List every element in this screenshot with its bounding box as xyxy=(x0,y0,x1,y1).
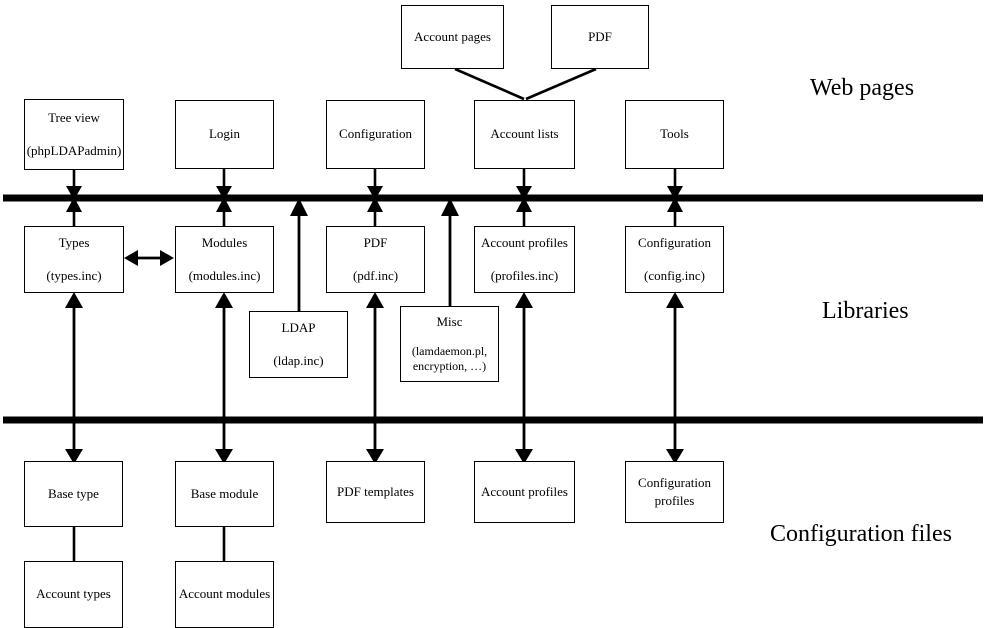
node-ldap-lib[interactable]: LDAP (ldap.inc) xyxy=(249,311,348,378)
node-types-lib-subtitle: (types.inc) xyxy=(46,267,102,283)
node-account-pages[interactable]: Account pages xyxy=(401,5,504,69)
node-pdf-lib[interactable]: PDF (pdf.inc) xyxy=(326,226,425,293)
node-login-title: Login xyxy=(208,126,241,142)
node-configuration-page[interactable]: Configuration xyxy=(326,100,425,169)
node-base-module[interactable]: Base module xyxy=(175,461,274,527)
node-misc-lib-subtitle: (lamdaemon.pl, encryption, …) xyxy=(411,343,488,373)
connector-types-to-bar xyxy=(66,197,82,226)
node-modules-lib[interactable]: Modules (modules.inc) xyxy=(175,226,274,293)
node-account-modules-title: Account modules xyxy=(178,586,271,602)
node-ldap-lib-title: LDAP xyxy=(281,319,316,335)
node-account-profiles-files-title: Account profiles xyxy=(480,483,568,499)
connector-modules-to-bar xyxy=(216,197,232,226)
node-base-module-title: Base module xyxy=(190,485,259,501)
node-account-modules[interactable]: Account modules xyxy=(175,561,274,628)
connector-modules-to-base-module xyxy=(215,292,233,464)
node-types-lib-title: Types xyxy=(58,234,90,250)
node-types-lib[interactable]: Types (types.inc) xyxy=(24,226,124,293)
connector-pdf-lib-to-bar xyxy=(367,197,383,226)
connector-login-to-bar xyxy=(216,169,232,200)
node-account-profiles-lib-subtitle: (profiles.inc) xyxy=(490,267,559,283)
node-configuration-lib[interactable]: Configuration (config.inc) xyxy=(625,226,724,293)
node-account-types[interactable]: Account types xyxy=(24,561,123,628)
node-pdf-top[interactable]: PDF xyxy=(551,5,649,69)
node-pdf-top-title: PDF xyxy=(588,28,612,44)
node-ldap-lib-subtitle: (ldap.inc) xyxy=(273,352,324,368)
node-modules-lib-title: Modules xyxy=(201,234,248,250)
node-base-type[interactable]: Base type xyxy=(24,461,123,527)
section-label-libraries: Libraries xyxy=(822,298,909,324)
connector-tree-view-to-bar xyxy=(66,170,82,200)
connector-configuration-lib-to-bar xyxy=(667,197,683,226)
node-account-lists[interactable]: Account lists xyxy=(474,100,575,169)
connector-configuration-lib-to-profiles xyxy=(666,292,684,464)
connector-account-profiles-lib-to-files xyxy=(515,292,533,464)
section-label-configuration-files: Configuration files xyxy=(770,521,952,547)
node-configuration-page-title: Configuration xyxy=(339,126,412,142)
node-login[interactable]: Login xyxy=(175,100,274,169)
node-pdf-templates[interactable]: PDF templates xyxy=(326,461,425,523)
node-misc-lib[interactable]: Misc (lamdaemon.pl, encryption, …) xyxy=(400,306,499,382)
node-account-profiles-lib[interactable]: Account profiles (profiles.inc) xyxy=(474,226,575,293)
node-tree-view-title: Tree view xyxy=(48,109,100,125)
connector-pdf-top-to-account-lists xyxy=(525,67,597,101)
connector-tools-to-bar xyxy=(667,169,683,200)
node-pdf-lib-subtitle: (pdf.inc) xyxy=(352,267,399,283)
node-account-types-title: Account types xyxy=(36,586,111,602)
node-configuration-profiles[interactable]: Configuration profiles xyxy=(625,461,724,523)
connector-account-profiles-to-bar xyxy=(516,197,532,226)
node-account-lists-title: Account lists xyxy=(490,126,559,142)
node-tree-view-subtitle: (phpLDAPadmin) xyxy=(26,142,122,158)
node-misc-lib-title: Misc xyxy=(436,314,463,329)
connector-pdf-lib-to-pdf-templates xyxy=(366,292,384,464)
node-tools-title: Tools xyxy=(660,126,689,142)
node-configuration-profiles-title: Configuration xyxy=(638,474,711,490)
node-account-profiles-lib-title: Account profiles xyxy=(480,234,568,250)
connector-account-pages-to-account-lists xyxy=(454,67,525,101)
node-configuration-lib-title: Configuration xyxy=(638,234,711,250)
section-label-web-pages: Web pages xyxy=(810,75,915,101)
node-configuration-lib-subtitle: (config.inc) xyxy=(643,267,705,283)
connector-ldap-to-bar xyxy=(290,198,308,311)
connector-types-to-base-type xyxy=(65,292,83,464)
node-pdf-lib-title: PDF xyxy=(363,234,388,250)
node-account-pages-title: Account pages xyxy=(414,28,491,44)
node-tools[interactable]: Tools xyxy=(625,100,724,169)
node-tree-view[interactable]: Tree view (phpLDAPadmin) xyxy=(24,99,124,170)
node-account-profiles-files[interactable]: Account profiles xyxy=(474,461,575,523)
connector-types-modules-bidirectional xyxy=(124,250,174,266)
node-base-type-title: Base type xyxy=(48,485,99,501)
connector-account-lists-to-bar xyxy=(516,169,532,200)
node-configuration-profiles-subtitle: profiles xyxy=(654,492,695,508)
node-pdf-templates-title: PDF templates xyxy=(337,483,414,499)
node-modules-lib-subtitle: (modules.inc) xyxy=(188,267,261,283)
connector-configuration-page-to-bar xyxy=(367,169,383,200)
